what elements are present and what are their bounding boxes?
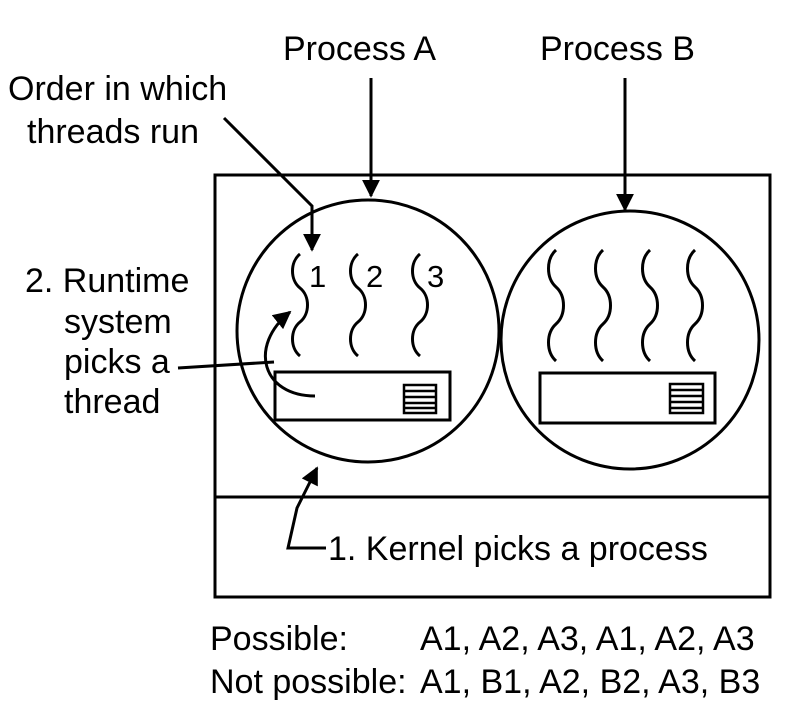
process-a-label: Process A bbox=[283, 30, 436, 68]
order-label-line1: Order in which bbox=[8, 70, 227, 108]
not-possible-label: Not possible: bbox=[210, 663, 407, 701]
order-arrow bbox=[222, 116, 321, 252]
possible-sequence: A1, A2, A3, A1, A2, A3 bbox=[420, 620, 755, 658]
thread-a2-label: 2 bbox=[366, 259, 383, 294]
process-b-label: Process B bbox=[540, 30, 695, 68]
thread-a3-label: 3 bbox=[427, 259, 444, 294]
process-b-runtime-box bbox=[538, 371, 717, 425]
not-possible-sequence: A1, B1, A2, B2, A3, B3 bbox=[420, 663, 760, 701]
possible-label: Possible: bbox=[210, 620, 348, 658]
runtime-label-line4: thread bbox=[64, 383, 160, 421]
kernel-label: 1. Kernel picks a process bbox=[328, 530, 708, 568]
process-a-thread-table-icon bbox=[402, 383, 438, 415]
thread-b4-squiggle bbox=[686, 248, 704, 363]
thread-a1-label: 1 bbox=[309, 259, 326, 294]
process-a-circle bbox=[235, 198, 501, 464]
thread-b1-squiggle bbox=[547, 248, 565, 363]
runtime-pick-arrow bbox=[263, 310, 316, 398]
process-b bbox=[499, 209, 761, 471]
runtime-pointer-line bbox=[177, 360, 275, 370]
thread-b2-squiggle bbox=[594, 248, 612, 363]
runtime-label-line1: 2. Runtime bbox=[25, 262, 189, 300]
process-b-circle bbox=[499, 209, 761, 471]
runtime-label-line2: system bbox=[64, 303, 172, 341]
kernel-arrow bbox=[286, 466, 326, 550]
process-b-thread-table-icon bbox=[668, 382, 705, 415]
process-a-runtime-box bbox=[273, 370, 452, 422]
process-a: 1 2 3 bbox=[235, 198, 501, 464]
runtime-label-line3: picks a bbox=[64, 343, 170, 381]
thread-a2-squiggle bbox=[349, 252, 367, 358]
thread-b3-squiggle bbox=[641, 248, 659, 363]
thread-a3-squiggle bbox=[411, 252, 429, 358]
thread-a1-squiggle bbox=[291, 252, 309, 358]
system-box bbox=[213, 173, 772, 599]
order-label-line2: threads run bbox=[27, 113, 199, 151]
